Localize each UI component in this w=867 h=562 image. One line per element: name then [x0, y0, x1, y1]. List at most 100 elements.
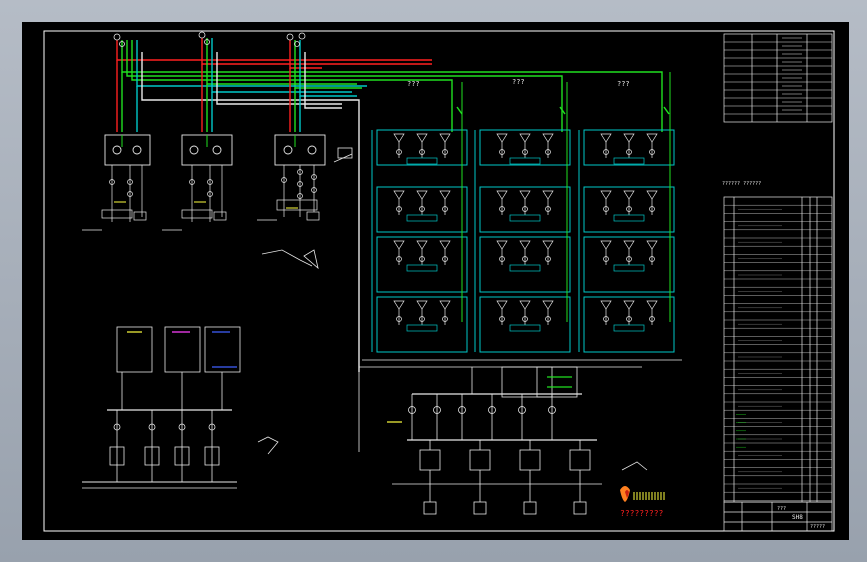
cyan-terminal-strip [613, 157, 645, 165]
arrester-symbol [600, 133, 612, 143]
transformer-units [82, 134, 353, 270]
breaker-symbol [442, 206, 448, 212]
switchgear-blocks [362, 72, 682, 361]
arrester-symbol [623, 133, 635, 143]
arrester-symbol [646, 240, 658, 250]
breaker-symbol [522, 149, 528, 155]
logo-caption: ????????? [620, 509, 664, 518]
green-riser-tick [663, 106, 670, 115]
breaker-symbol [603, 206, 609, 212]
drawing-frame [43, 30, 835, 532]
arrester-symbol [416, 300, 428, 310]
breaker-symbol [396, 256, 402, 262]
symbol-legend-rows [724, 37, 832, 115]
breaker-symbol [396, 149, 402, 155]
breaker-symbol [603, 256, 609, 262]
breaker-symbol [499, 206, 505, 212]
breaker-symbol [522, 206, 528, 212]
lv-distribution-center [358, 366, 648, 515]
breaker-symbol [603, 316, 609, 322]
material-table [723, 196, 833, 503]
green-riser-tick [559, 106, 566, 115]
arrester-symbol [416, 133, 428, 143]
arrester-symbol [623, 190, 635, 200]
arrester-symbol [439, 240, 451, 250]
arrester-symbol [519, 240, 531, 250]
arrester-symbol [646, 133, 658, 143]
arrester-symbol [519, 190, 531, 200]
cyan-terminal-strip [406, 157, 438, 165]
breaker-symbol [626, 149, 632, 155]
switchgear-symbols [393, 106, 670, 332]
arrester-symbol [646, 300, 658, 310]
breaker-symbol [522, 316, 528, 322]
arrester-symbol [393, 190, 405, 200]
drawing-sheet: ??? ??? ??? [22, 22, 849, 540]
arrester-symbol [496, 133, 508, 143]
arrester-symbol [393, 240, 405, 250]
block-label-1: ??? [407, 80, 420, 88]
breaker-symbol [442, 256, 448, 262]
arrester-symbol [496, 300, 508, 310]
title-block-sheet: ????? [810, 524, 825, 530]
feeder-lines [116, 38, 663, 372]
cyan-terminal-strip [613, 324, 645, 332]
arrester-symbol [646, 190, 658, 200]
cyan-terminal-strip [509, 157, 541, 165]
breaker-symbol [545, 316, 551, 322]
breaker-symbol [396, 206, 402, 212]
company-logo [620, 486, 665, 502]
arrester-symbol [416, 240, 428, 250]
breaker-symbol [545, 256, 551, 262]
title-block-project: SH8 [792, 514, 803, 521]
breaker-symbol [649, 206, 655, 212]
arrester-symbol [600, 240, 612, 250]
breaker-symbol [522, 256, 528, 262]
breaker-symbol [626, 206, 632, 212]
arrester-symbol [542, 190, 554, 200]
transformer-colored-marks [114, 135, 298, 209]
feeder-terminals [113, 31, 306, 47]
arrester-symbol [393, 300, 405, 310]
breaker-symbol [499, 316, 505, 322]
cyan-terminal-strip [406, 324, 438, 332]
arrester-symbol [393, 133, 405, 143]
breaker-symbol [545, 206, 551, 212]
arrester-symbol [600, 190, 612, 200]
cyan-terminal-strip [613, 214, 645, 222]
cyan-terminal-strip [406, 214, 438, 222]
breaker-symbol [442, 149, 448, 155]
arrester-symbol [519, 133, 531, 143]
arrester-symbol [519, 300, 531, 310]
breaker-symbol [545, 149, 551, 155]
breaker-symbol [499, 149, 505, 155]
breaker-symbol [396, 316, 402, 322]
breaker-symbol [419, 256, 425, 262]
cyan-terminal-strip [406, 264, 438, 272]
lv-colored-marks [127, 331, 237, 368]
breaker-symbol [603, 149, 609, 155]
breaker-symbol [649, 256, 655, 262]
title-block [723, 501, 833, 532]
arrester-symbol [542, 240, 554, 250]
title-block-scale: ??? [777, 506, 786, 512]
cyan-terminal-strip [613, 264, 645, 272]
arrester-symbol [439, 300, 451, 310]
breaker-symbol [419, 149, 425, 155]
breaker-symbol [442, 316, 448, 322]
center-colored-marks [387, 376, 572, 423]
breaker-symbol [649, 149, 655, 155]
arrester-symbol [416, 190, 428, 200]
arrester-symbol [496, 190, 508, 200]
breaker-symbol [626, 256, 632, 262]
arrester-symbol [623, 300, 635, 310]
breaker-symbol [419, 206, 425, 212]
breaker-symbol [419, 316, 425, 322]
green-riser-tick [456, 106, 463, 115]
arrester-symbol [542, 133, 554, 143]
legend-caption: ?????? ?????? [722, 181, 761, 187]
breaker-symbol [626, 316, 632, 322]
cyan-terminal-strip [509, 264, 541, 272]
arrester-symbol [600, 300, 612, 310]
